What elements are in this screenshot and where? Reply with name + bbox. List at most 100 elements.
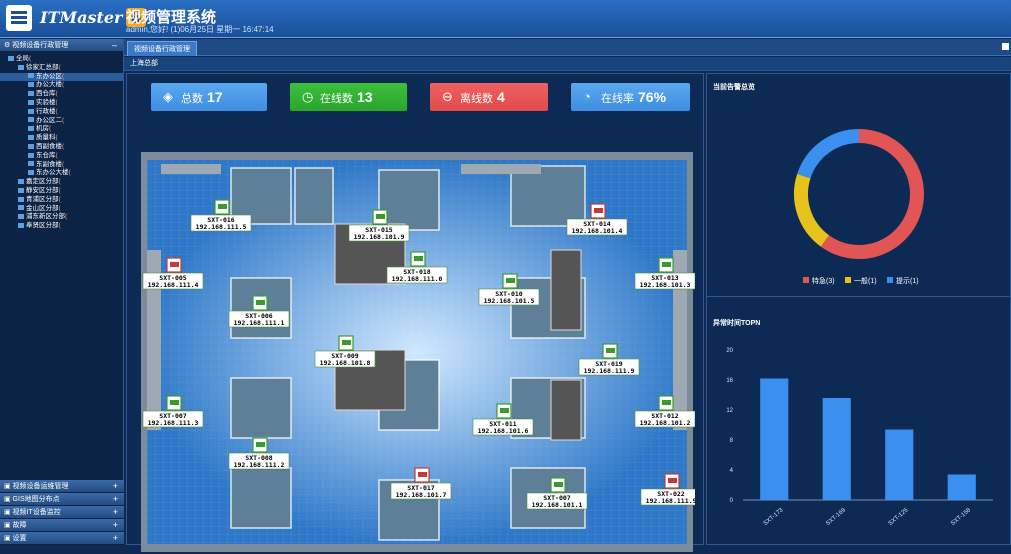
camera-lens-icon [256, 442, 265, 447]
tree-node[interactable]: 西副食楼( [0, 143, 123, 152]
tree-node[interactable]: 办公大楼( [0, 81, 123, 90]
tree-node-label: 机房 [36, 125, 49, 133]
tree-node[interactable]: 浦东新区分部( [0, 213, 123, 222]
bar[interactable] [760, 378, 789, 501]
sidebar-section-admin[interactable]: ⚙ 视频设备行政管理– [0, 39, 123, 52]
tree-node-label: 东办公区 [36, 72, 62, 80]
sidebar-section[interactable]: ▣ 视频IT设备监控+ [0, 506, 124, 519]
tab-admin[interactable]: 视频设备行政管理 [127, 41, 197, 56]
tree-node-count: ( [62, 72, 65, 80]
tree-node[interactable]: 青浦区分部( [0, 196, 123, 205]
expand-icon[interactable]: + [112, 507, 118, 517]
camera-label-box [348, 224, 410, 242]
bar[interactable] [822, 398, 851, 500]
tree-node-count: ( [62, 160, 65, 168]
camera-label-box [190, 214, 252, 232]
tree-node[interactable]: 徐家汇总部( [0, 64, 123, 73]
tree-node[interactable]: 东副食楼( [0, 161, 123, 170]
camera-id: SXT-015 [365, 226, 392, 234]
camera-label-box [386, 266, 448, 284]
sidebar-section[interactable]: ▣ GIS地图分布点+ [0, 493, 124, 506]
sidebar: ⚙ 视频设备行政管理– 全局(徐家汇总部(东办公区(办公大楼(西仓库(实验楼(行… [0, 39, 124, 545]
donut-slice[interactable] [797, 129, 860, 179]
legend-label: 提示(1) [896, 276, 919, 285]
sidebar-section[interactable]: ▣ 故障+ [0, 519, 124, 532]
expand-icon[interactable]: + [112, 520, 118, 530]
camera-ip: 192.168.111.0 [392, 275, 443, 283]
bar[interactable] [947, 474, 976, 501]
tree-node[interactable]: 东仓库( [0, 152, 123, 161]
camera-label-box [478, 288, 540, 306]
tree-node[interactable]: 东办公区( [0, 72, 123, 82]
donut-slice[interactable] [820, 129, 924, 259]
expand-icon[interactable]: + [112, 481, 118, 491]
camera-lens-icon [342, 340, 351, 345]
camera-id: SXT-017 [407, 484, 434, 492]
tree-node-count: ( [62, 142, 65, 150]
camera-ip: 192.168.101.9 [354, 233, 405, 241]
tree-node[interactable]: 办公区二( [0, 117, 123, 126]
camera-label-box [314, 350, 376, 368]
expand-icon[interactable]: + [112, 533, 118, 543]
tree-node[interactable]: 实验楼( [0, 99, 123, 108]
tree-node-label: 静安区分部 [26, 186, 59, 194]
tree-node[interactable]: 奉贤区分部( [0, 222, 123, 231]
camera-ip: 192.168.111.4 [148, 281, 199, 289]
camera-ip: 192.168.111.5 [196, 223, 247, 231]
tree-node[interactable]: 全局( [0, 55, 123, 64]
camera-lens-icon [170, 400, 179, 405]
tree-node[interactable]: 质量科( [0, 134, 123, 143]
tree-node[interactable]: 静安区分部( [0, 187, 123, 196]
collapse-panel-icon[interactable] [1002, 43, 1009, 50]
sidebar-section[interactable]: ▣ 设置+ [0, 532, 124, 545]
camera-id: SXT-005 [159, 274, 186, 282]
y-tick-label: 8 [730, 438, 734, 444]
folder-icon [18, 214, 24, 220]
camera-id: SXT-008 [245, 454, 272, 462]
tree-node-label: 东副食楼 [36, 160, 62, 168]
camera-id: SXT-010 [495, 290, 522, 298]
camera-lens-icon [414, 256, 423, 261]
camera-lens-icon [554, 482, 563, 487]
tree-node[interactable]: 金山区分部( [0, 205, 123, 214]
tree-node[interactable]: 嘉定区分部( [0, 178, 123, 187]
bar[interactable] [885, 429, 914, 501]
folder-icon [18, 222, 24, 228]
tab-bar: 视频设备行政管理 [124, 39, 1011, 56]
camera-id: SXT-007 [543, 494, 570, 502]
camera-lens-icon [662, 262, 671, 267]
tree-node[interactable]: 机房( [0, 125, 123, 134]
expand-icon[interactable]: + [112, 494, 118, 504]
y-tick-label: 12 [726, 408, 733, 414]
sidebar-section[interactable]: ▣ 视频设备运维管理+ [0, 480, 124, 493]
folder-icon [28, 134, 34, 140]
tree-node-label: 嘉定区分部 [26, 178, 59, 186]
sidebar-bottom-sections: ▣ 视频设备运维管理+▣ GIS地图分布点+▣ 视频IT设备监控+▣ 故障+▣ … [0, 480, 124, 545]
tree-node[interactable]: 行政楼( [0, 108, 123, 117]
collapse-icon[interactable]: – [111, 40, 117, 50]
tree-node[interactable]: 东办公大楼( [0, 169, 123, 178]
camera-ip: 192.168.111.2 [234, 461, 285, 469]
tree-node-count: ( [68, 169, 71, 177]
welcome-text: admin,您好! (1)06月25日 星期一 16:47:14 [126, 25, 274, 34]
donut-slice[interactable] [794, 173, 830, 247]
tree-node[interactable]: 西仓库( [0, 90, 123, 99]
